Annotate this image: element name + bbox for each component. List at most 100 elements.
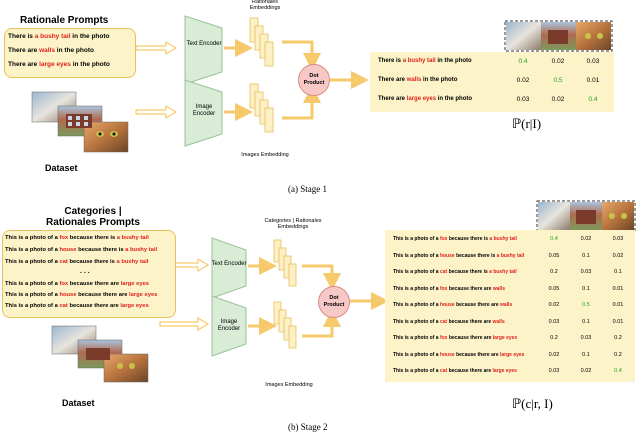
stage2-prompts-title: Categories | Rationales Prompts — [46, 206, 140, 228]
stage2-value-cell: 0.02 — [580, 368, 592, 374]
row-category: cat — [439, 318, 448, 325]
prompt-category: cat — [59, 259, 68, 265]
stage2-table-row: This is a photo of a house because there… — [393, 253, 524, 259]
row-highlight: a bushy tail — [496, 252, 525, 259]
stage2-value-cell: 0.1 — [582, 252, 590, 259]
row-prefix: There are — [378, 96, 407, 102]
images-embedding-label-2: Images Embedding — [265, 382, 313, 388]
stage1-dot-product[interactable]: Dot Product — [298, 64, 330, 96]
prompt-prefix: This is a photo of a — [5, 303, 60, 309]
stage1-table-row: There is a bushy tail in the photo — [378, 58, 472, 64]
stage2-value-cell: 0.1 — [614, 269, 622, 275]
row-prefix: This is a photo of a — [393, 335, 440, 341]
prompt-highlight: a bushy tail — [116, 259, 149, 265]
row-middle: because there are — [454, 351, 500, 358]
row-prefix: This is a photo of a — [393, 368, 440, 374]
stage1-prompt-item: There are large eyes in the photo — [8, 61, 110, 68]
stage2-value-cell: 0.02 — [548, 302, 560, 308]
prompt-category: house — [59, 292, 77, 298]
row-middle: because there is — [447, 269, 490, 275]
stage2-dataset-label: Dataset — [62, 398, 95, 408]
stage1-value-cell: 0.5 — [553, 77, 563, 84]
arrow-dataset-to-image-encoder — [135, 104, 178, 120]
prompt-middle: because there are — [67, 303, 121, 309]
prompt-highlight: large eyes — [39, 61, 71, 68]
prompt-prefix: There are — [8, 61, 40, 68]
stage2-value-cell: 0.02 — [612, 252, 624, 259]
row-middle: because there are — [447, 285, 493, 292]
stage1-value-cell: 0.02 — [551, 96, 565, 103]
stage2-value-cell: 0.02 — [580, 236, 592, 242]
row-middle: because there are — [447, 335, 493, 341]
row-category: house — [439, 302, 455, 308]
prompt-category: cat — [59, 303, 68, 309]
stage2-text-encoder-label: Text Encoder — [211, 261, 247, 267]
stage1-caption: (a) Stage 1 — [288, 184, 327, 194]
stage2-table-row: This is a photo of a cat because there a… — [393, 368, 517, 374]
stage2-caption: (b) Stage 2 — [288, 422, 328, 432]
rationales-embeddings-stack — [249, 17, 274, 67]
stage2-value-cell: 0.2 — [550, 335, 558, 341]
stage2-image-encoder-label: Image Encoder — [217, 319, 241, 332]
stage2-value-cell: 0.05 — [548, 252, 560, 259]
row-category: house — [439, 351, 455, 358]
stage2-prompt-box — [2, 230, 176, 318]
prompt-prefix: This is a photo of a — [5, 235, 60, 241]
stage2-dot-product[interactable]: Dot Product — [318, 286, 350, 318]
arrow-prompts-to-text-encoder — [135, 40, 178, 56]
row-prefix: This is a photo of a — [393, 318, 440, 325]
row-category: cat — [439, 368, 448, 374]
text-encoder-shape — [184, 15, 223, 85]
stage1-text-encoder-label: Text Encoder — [186, 41, 222, 47]
dataset-images-stage1 — [31, 91, 129, 153]
arrow-prompts-to-text-encoder-2 — [174, 257, 210, 273]
stage2-value-cell: 0.1 — [582, 318, 590, 325]
prompt-category: fox — [59, 281, 69, 287]
table-header-images-stage2 — [536, 200, 636, 232]
row-prefix: This is a photo of a — [393, 269, 440, 275]
row-middle: because there are — [447, 368, 493, 374]
row-category: fox — [439, 335, 448, 341]
stage1-value-cell: 0.03 — [586, 58, 600, 65]
row-highlight: walls — [500, 302, 513, 308]
prompt-middle: because there are — [76, 292, 130, 298]
stage2-value-cell: 0.01 — [612, 302, 624, 308]
stage2-value-cell: 0.03 — [548, 368, 560, 374]
stage2-value-cell: 0.2 — [614, 351, 622, 358]
prompt-middle: because there is — [68, 235, 117, 241]
stage2-value-cell: 0.5 — [582, 302, 590, 308]
images-embedding-label: Images Embedding — [241, 152, 289, 158]
stage1-value-cell: 0.4 — [588, 96, 598, 103]
row-prefix: There is — [378, 58, 403, 64]
arrow-dataset-to-image-encoder-2 — [159, 316, 210, 332]
prompt-highlight: large eyes — [129, 292, 158, 298]
stage2-value-cell: 0.01 — [612, 285, 624, 292]
prompt-prefix: There is — [8, 33, 35, 40]
stage1-prompt-box — [4, 28, 136, 78]
prompt-middle: because there is — [76, 247, 126, 253]
row-category: house — [439, 252, 455, 259]
prompt-highlight: a bushy tail — [116, 235, 149, 241]
row-highlight: a bushy tail — [402, 58, 436, 64]
prompt-prefix: This is a photo of a — [5, 292, 60, 298]
stage2-prompt-item: This is a photo of a house because there… — [5, 292, 157, 298]
row-prefix: This is a photo of a — [393, 285, 440, 292]
stage2-value-cell: 0.01 — [612, 318, 624, 325]
rationales-embeddings-label: Rationales Embeddings — [249, 0, 281, 11]
row-suffix: in the photo — [421, 77, 458, 83]
image-encoder-shape — [184, 79, 223, 147]
row-highlight: large eyes — [406, 96, 437, 102]
stage2-table-row: This is a photo of a cat because there i… — [393, 269, 517, 275]
stage1-table — [370, 52, 614, 112]
stage2-value-cell: 0.05 — [548, 285, 560, 292]
row-suffix: in the photo — [436, 96, 473, 102]
prompt-highlight: a bushy tail — [34, 33, 71, 40]
stage2-ellipsis: . . . — [80, 268, 90, 275]
row-middle: because there is — [447, 236, 490, 242]
stage2-value-cell: 0.2 — [614, 335, 622, 341]
stage2-value-cell: 0.2 — [550, 269, 558, 275]
row-middle: because there is — [454, 252, 497, 259]
row-category: cat — [439, 269, 448, 275]
